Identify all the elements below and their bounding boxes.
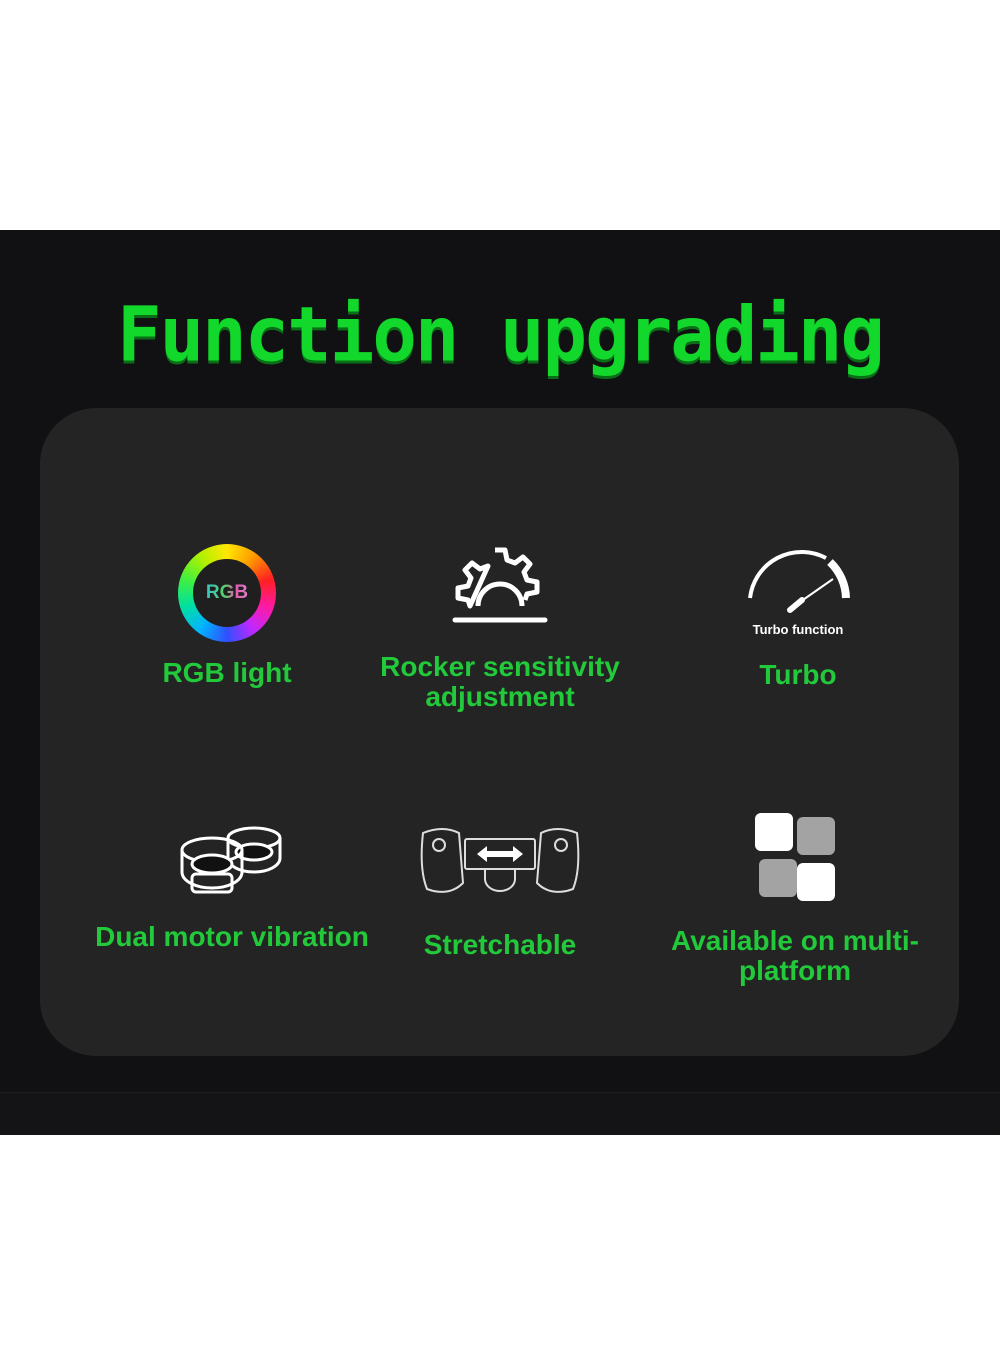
feature-label: Rocker sensitivity adjustment	[380, 651, 620, 712]
rgb-ring-icon: RGB	[77, 538, 377, 648]
feature-label: Available on multi-platform	[671, 925, 919, 986]
speedometer-icon	[648, 526, 948, 636]
feature-turbo: Turbo function Turbo	[648, 538, 948, 698]
dual-motor-icon	[82, 808, 382, 918]
feature-label: Turbo	[759, 659, 837, 690]
gear-icon	[350, 534, 650, 644]
multi-platform-tiles-icon	[645, 802, 945, 912]
stretch-controller-icon	[350, 808, 650, 918]
feature-dual-motor: Dual motor vibration	[82, 808, 382, 978]
features-panel: RGB RGB light Rocker sensitivity adjustm…	[40, 408, 959, 1056]
page-title: Function upgrading	[117, 291, 885, 379]
bottom-strip	[0, 1092, 1000, 1135]
feature-label: Dual motor vibration	[95, 921, 369, 952]
feature-banner: Function upgrading RGB RGB light Rocker …	[0, 230, 1000, 1135]
turbo-caption: Turbo function	[752, 622, 844, 637]
feature-label: Stretchable	[423, 929, 577, 960]
feature-stretchable: Stretchable	[350, 808, 650, 978]
feature-rgb-light: RGB RGB light	[77, 538, 377, 698]
feature-rocker-sensitivity: Rocker sensitivity adjustment	[350, 538, 650, 758]
feature-multi-platform: Available on multi-platform	[645, 808, 945, 986]
feature-label: RGB light	[162, 657, 292, 688]
